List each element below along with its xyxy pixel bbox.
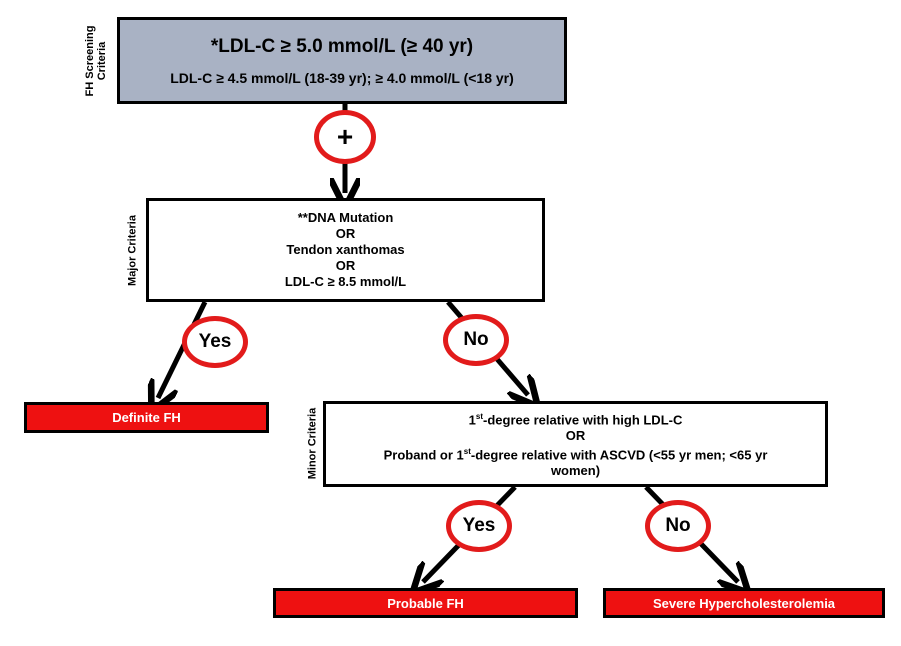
severe-hypercholesterolemia-outcome: Severe Hypercholesterolemia xyxy=(603,588,885,618)
arrow-major-to-definite xyxy=(158,300,208,398)
minor-proband-ascvd-text: -degree relative with ASCVD (<55 yr men;… xyxy=(470,447,768,463)
plus-badge: + xyxy=(314,110,376,164)
minor-relative-high-ldl-ordinal: 1 xyxy=(468,412,476,427)
minor-yes-badge: Yes xyxy=(446,500,512,552)
minor-proband-ascvd-prefix: Proband or 1 xyxy=(383,447,464,463)
minor-or: OR xyxy=(565,428,586,443)
major-criteria-box: **DNA Mutation OR Tendon xanthomas OR LD… xyxy=(146,198,545,302)
minor-proband-ascvd: Proband or 1st-degree relative with ASCV… xyxy=(384,444,768,463)
major-dna-mutation: **DNA Mutation xyxy=(297,210,394,225)
screening-side-label: FH Screening Criteria xyxy=(84,16,110,106)
minor-relative-high-ldl-text: -degree relative with high LDL-C xyxy=(483,412,683,427)
major-or-2: OR xyxy=(335,258,356,273)
major-or-1: OR xyxy=(335,226,356,241)
probable-fh-outcome: Probable FH xyxy=(273,588,578,618)
definite-fh-outcome: Definite FH xyxy=(24,402,269,433)
minor-side-label: Minor Criteria xyxy=(306,407,319,480)
screening-secondary-criterion: LDL-C ≥ 4.5 mmol/L (18-39 yr); ≥ 4.0 mmo… xyxy=(170,69,514,86)
screening-primary-criterion: *LDL-C ≥ 5.0 mmol/L (≥ 40 yr) xyxy=(210,35,474,57)
minor-relative-high-ldl-suffix: st xyxy=(475,411,483,421)
major-yes-badge: Yes xyxy=(182,316,248,368)
minor-no-badge: No xyxy=(645,500,711,552)
screening-side-label-line2: Criteria xyxy=(96,41,108,81)
minor-proband-ascvd-suffix: st xyxy=(463,447,471,456)
major-tendon-xanthomas: Tendon xanthomas xyxy=(286,242,405,257)
minor-relative-high-ldl: 1st-degree relative with high LDL-C xyxy=(469,409,683,428)
screening-criteria-box: *LDL-C ≥ 5.0 mmol/L (≥ 40 yr) LDL-C ≥ 4.… xyxy=(117,17,567,104)
major-side-label: Major Criteria xyxy=(126,215,139,286)
screening-side-label-line1: FH Screening xyxy=(84,25,96,97)
minor-proband-ascvd-continued: women) xyxy=(550,463,601,479)
minor-criteria-box: 1st-degree relative with high LDL-C OR P… xyxy=(323,401,828,487)
major-no-badge: No xyxy=(443,314,509,366)
major-ldl-threshold: LDL-C ≥ 8.5 mmol/L xyxy=(284,274,407,289)
